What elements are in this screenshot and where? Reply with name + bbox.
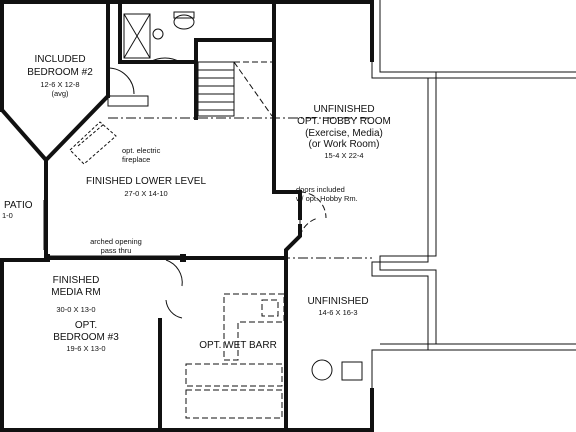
interior-walls: [44, 0, 302, 432]
fireplace: [69, 121, 117, 165]
hobby-label-3: (Exercise, Media): [305, 128, 383, 139]
hobby-label-1: UNFINISHED: [313, 104, 374, 115]
arched-label-2: pass thru: [101, 246, 132, 255]
hobby-dims: 15-4 X 22-4: [324, 151, 363, 160]
media-label-1: FINISHED: [53, 275, 100, 286]
fireplace-label-2: fireplace: [122, 155, 150, 164]
foundation-outline: [371, 0, 576, 432]
media-doors: [165, 259, 183, 319]
media-label-2: MEDIA RM: [51, 287, 100, 298]
bedroom2-label-1: INCLUDED: [34, 54, 85, 65]
wet-bar-counter: [185, 293, 285, 419]
mechanical-equipment: [311, 359, 363, 381]
lower-level-name: FINISHED LOWER LEVEL: [86, 176, 206, 187]
arched-opening: [44, 254, 186, 262]
bedroom3-label-1: OPT.: [75, 320, 97, 331]
media-dims: 30-0 X 13-0: [56, 305, 95, 314]
lower-level-dims: 27-0 X 14-10: [124, 189, 167, 198]
hobby-label-2: OPT. HOBBY ROOM: [297, 116, 391, 127]
bedroom3-dims: 19-6 X 13-0: [66, 344, 105, 353]
staircase: [197, 61, 273, 117]
arched-label-1: arched opening: [90, 237, 142, 246]
patio-name: PATIO: [4, 200, 33, 211]
wet-bar-label: OPT. WET BARR: [199, 340, 277, 351]
exterior-walls: [0, 0, 374, 432]
bedroom3-label-2: BEDROOM #3: [53, 332, 119, 343]
bedroom2-label-2: BEDROOM #2: [27, 67, 93, 78]
bathroom-fixtures: [123, 11, 195, 63]
unfinished-dims: 14-6 X 16-3: [318, 308, 357, 317]
hobby-doors: [299, 191, 327, 237]
bedroom2-dims: 12-6 X 12-8: [40, 80, 79, 89]
doors-note-1: doors included: [296, 185, 345, 194]
bedroom2-note: (avg): [51, 89, 69, 98]
doors-note-2: w/ opt. Hobby Rm.: [295, 194, 358, 203]
bedroom2-closet: [107, 67, 149, 107]
optional-walls: [46, 117, 372, 259]
unfinished-name: UNFINISHED: [307, 296, 368, 307]
hobby-label-4: (or Work Room): [309, 139, 380, 150]
patio-dims: 1-0: [2, 211, 13, 220]
fireplace-label-1: opt. electric: [122, 146, 161, 155]
